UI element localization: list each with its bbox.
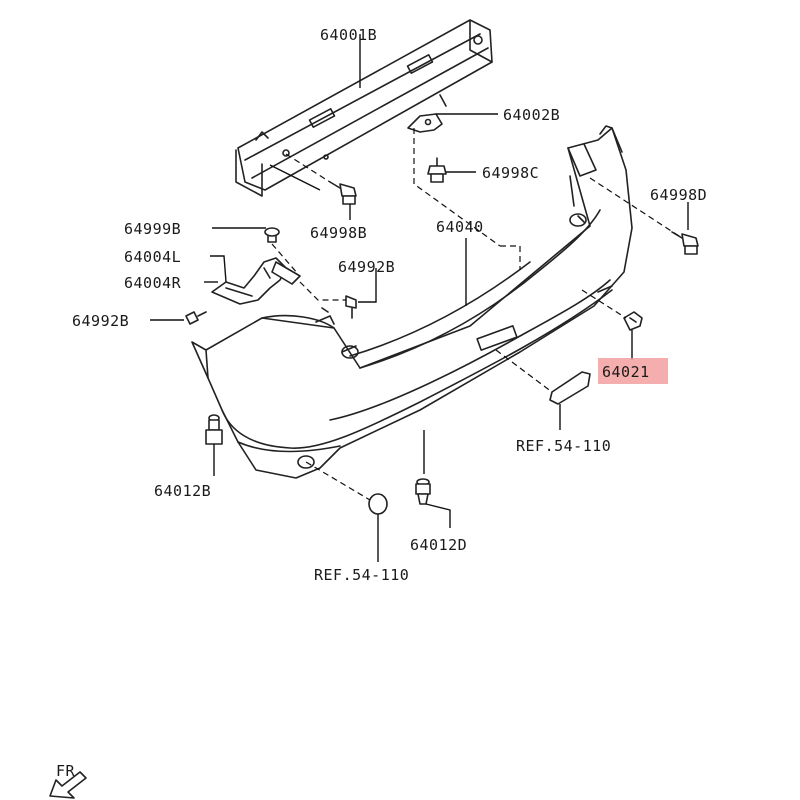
bolt-64998D [671,231,699,255]
label-64021: 64021 [602,363,650,381]
fastener-64012D [415,478,431,505]
highlight-box [598,358,668,384]
clip-64021 [623,311,643,331]
screw-64992B-top [345,295,357,319]
front-arrow-icon [49,771,87,799]
reinforcement-bar [235,19,493,197]
label-64040: 64040 [436,218,484,236]
label-64999B: 64999B [124,220,181,238]
front-direction-indicator: FR [49,762,87,799]
label-ref-bottom: REF.54-110 [314,566,409,584]
label-64992B-left: 64992B [72,312,129,330]
label-64998C: 64998C [482,164,539,182]
bracket-64002B [407,113,443,133]
rear-bumper-cover [191,125,633,479]
screw-64992B-left [185,311,207,325]
side-bracket [211,257,301,305]
front-label: FR [56,762,76,780]
label-64001B: 64001B [320,26,377,44]
reflector-right [549,371,591,405]
label-64002B: 64002B [503,106,560,124]
label-64998D: 64998D [650,186,707,204]
label-64992B-top: 64992B [338,258,395,276]
leader-lines [150,34,689,562]
label-64004L: 64004L [124,248,181,266]
label-64012B: 64012B [154,482,211,500]
cap-bottom [368,493,388,515]
bolt-64998B [329,181,357,205]
clip-64999B [264,227,280,243]
bolt-64998C [427,157,447,183]
label-ref-right: REF.54-110 [516,437,611,455]
label-64012D: 64012D [410,536,467,554]
fastener-64012B [205,414,223,445]
label-64998B: 64998B [310,224,367,242]
label-64004R: 64004R [124,274,182,292]
